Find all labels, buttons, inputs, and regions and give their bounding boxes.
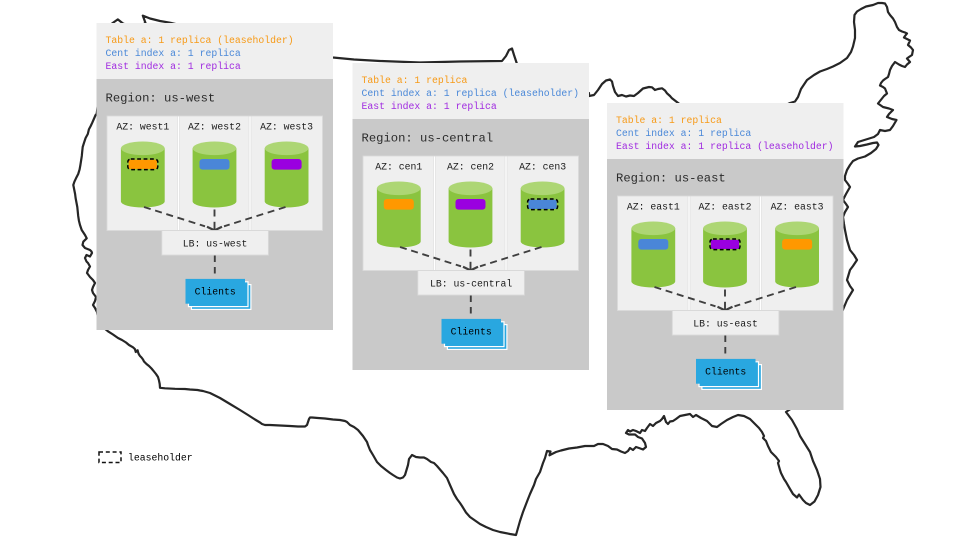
svg-text:Region: us-west: Region: us-west [106,91,216,105]
svg-text:Clients: Clients [451,327,492,338]
svg-text:Cent index a: 1 replica: Cent index a: 1 replica [616,128,751,139]
svg-text:Region: us-central: Region: us-central [362,131,494,145]
svg-text:Region: us-east: Region: us-east [616,171,726,185]
svg-text:AZ: east1: AZ: east1 [627,202,680,213]
svg-text:AZ: cen2: AZ: cen2 [447,162,494,173]
svg-text:LB: us-west: LB: us-west [183,239,248,250]
svg-text:AZ: west2: AZ: west2 [188,122,241,133]
svg-text:LB: us-central: LB: us-central [430,279,512,290]
svg-text:Clients: Clients [705,367,746,378]
svg-text:LB: us-east: LB: us-east [693,319,758,330]
svg-text:AZ: cen1: AZ: cen1 [375,162,422,173]
svg-text:East index a: 1 replica: East index a: 1 replica [106,61,241,72]
svg-text:East index a: 1 replica: East index a: 1 replica [362,101,497,112]
svg-text:AZ: west3: AZ: west3 [260,122,313,133]
svg-text:Table a: 1 replica (leaseholde: Table a: 1 replica (leaseholder) [106,35,294,46]
svg-text:AZ: cen3: AZ: cen3 [519,162,566,173]
svg-text:AZ: east2: AZ: east2 [699,202,752,213]
svg-text:Cent index a: 1 replica: Cent index a: 1 replica [106,48,241,59]
svg-text:AZ: east3: AZ: east3 [771,202,824,213]
svg-text:Table a: 1 replica: Table a: 1 replica [362,75,468,86]
svg-text:East index a: 1 replica (lease: East index a: 1 replica (leaseholder) [616,141,834,152]
svg-text:Table a: 1 replica: Table a: 1 replica [616,115,722,126]
svg-text:AZ: west1: AZ: west1 [116,122,169,133]
svg-text:Cent index a: 1 replica (lease: Cent index a: 1 replica (leaseholder) [362,88,580,99]
svg-text:Clients: Clients [195,287,236,298]
svg-text:leaseholder: leaseholder [128,453,193,464]
